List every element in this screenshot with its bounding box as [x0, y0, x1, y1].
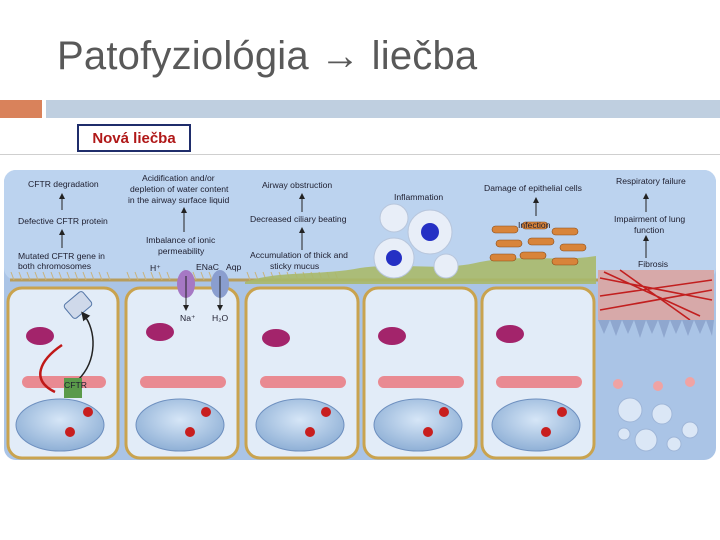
cftr-defect-detail: CFTR — [39, 291, 94, 398]
transport-arrow — [77, 311, 94, 381]
figure-labels: CFTR degradation Defective CFTR protein … — [18, 173, 686, 323]
chromosome-icon — [201, 407, 211, 417]
pathophysiology-figure: CFTR — [4, 170, 716, 460]
nucleus-icon — [255, 398, 345, 452]
chromosome-icon — [305, 427, 315, 437]
label-impairment-2: function — [634, 225, 664, 235]
chromosome-icon — [185, 427, 195, 437]
label-respiratory-failure: Respiratory failure — [616, 176, 686, 186]
label-mutated-cftr-1: Mutated CFTR gene in — [18, 251, 105, 261]
golgi-icon — [26, 327, 54, 345]
divider — [0, 154, 720, 155]
nucleus-icon — [135, 398, 225, 452]
label-infection: Infection — [518, 220, 551, 230]
chromosome-icon — [423, 427, 433, 437]
damaged-cell-debris — [617, 397, 699, 452]
label-na-ion: Na⁺ — [180, 313, 196, 323]
label-impairment-1: Impairment of lung — [614, 214, 685, 224]
label-acidification-1: Acidification and/or — [142, 173, 215, 183]
accent-bar-orange — [0, 100, 42, 118]
golgi-icon — [146, 323, 174, 341]
chromosome-icon — [83, 407, 93, 417]
label-cftr-degradation: CFTR degradation — [28, 179, 99, 189]
label-airway-obstruction: Airway obstruction — [262, 180, 332, 190]
label-mutated-cftr-2: both chromosomes — [18, 261, 91, 271]
label-aqp: Aqp — [226, 262, 242, 272]
label-damage-epithelial: Damage of epithelial cells — [484, 183, 582, 193]
chromosome-icon — [65, 427, 75, 437]
chromosome-icon — [541, 427, 551, 437]
er-icon — [496, 376, 582, 388]
causal-arrows — [59, 193, 649, 258]
cftr-label: CFTR — [64, 380, 87, 390]
label-accumulation-1: Accumulation of thick and — [250, 250, 348, 260]
nucleus-icon — [491, 398, 581, 452]
nucleus-icon — [373, 398, 463, 452]
accent-bar-blue — [46, 100, 720, 118]
label-imbalance-1: Imbalance of ionic — [146, 235, 216, 245]
label-imbalance-2: permeability — [158, 246, 205, 256]
label-accumulation-2: sticky mucus — [270, 261, 319, 271]
immune-cell-icon — [433, 253, 459, 279]
er-icon — [140, 376, 226, 388]
label-acidification-3: in the airway surface liquid — [128, 195, 229, 205]
golgi-icon — [496, 325, 524, 343]
degradation-arrow — [39, 343, 63, 394]
immune-cell-nucleus-icon — [421, 223, 439, 241]
label-acidification-2: depletion of water content — [130, 184, 229, 194]
nucleus-icon — [15, 398, 105, 452]
golgi-icon — [262, 329, 290, 347]
chromosome-icon — [321, 407, 331, 417]
cftr-protein-icon — [64, 378, 82, 398]
immune-cell-nucleus-icon — [386, 250, 402, 266]
upper-airway-region — [4, 170, 716, 280]
chromosome-icon — [557, 407, 567, 417]
ion-channels — [177, 270, 229, 311]
er-icon — [378, 376, 464, 388]
mucus-layer — [245, 256, 596, 284]
chromosome-icon — [439, 407, 449, 417]
label-defective-cftr: Defective CFTR protein — [18, 216, 108, 226]
label-h2o: H₂O — [212, 313, 229, 323]
er-icon — [260, 376, 346, 388]
fibrosis-panel — [598, 269, 714, 452]
label-enac: ENaC — [196, 262, 219, 272]
slide-title: Patofyziológia → liečba — [57, 34, 478, 78]
immune-cell-icon — [379, 203, 409, 233]
new-treatment-badge: Nová liečba — [77, 124, 191, 152]
bacteria — [489, 221, 587, 266]
label-fibrosis: Fibrosis — [638, 259, 668, 269]
label-h-ion: H⁺ — [150, 263, 161, 273]
inflammation-cells — [373, 203, 459, 279]
golgi-icon — [378, 327, 406, 345]
label-inflammation: Inflammation — [394, 192, 443, 202]
label-decreased-ciliary: Decreased ciliary beating — [250, 214, 347, 224]
